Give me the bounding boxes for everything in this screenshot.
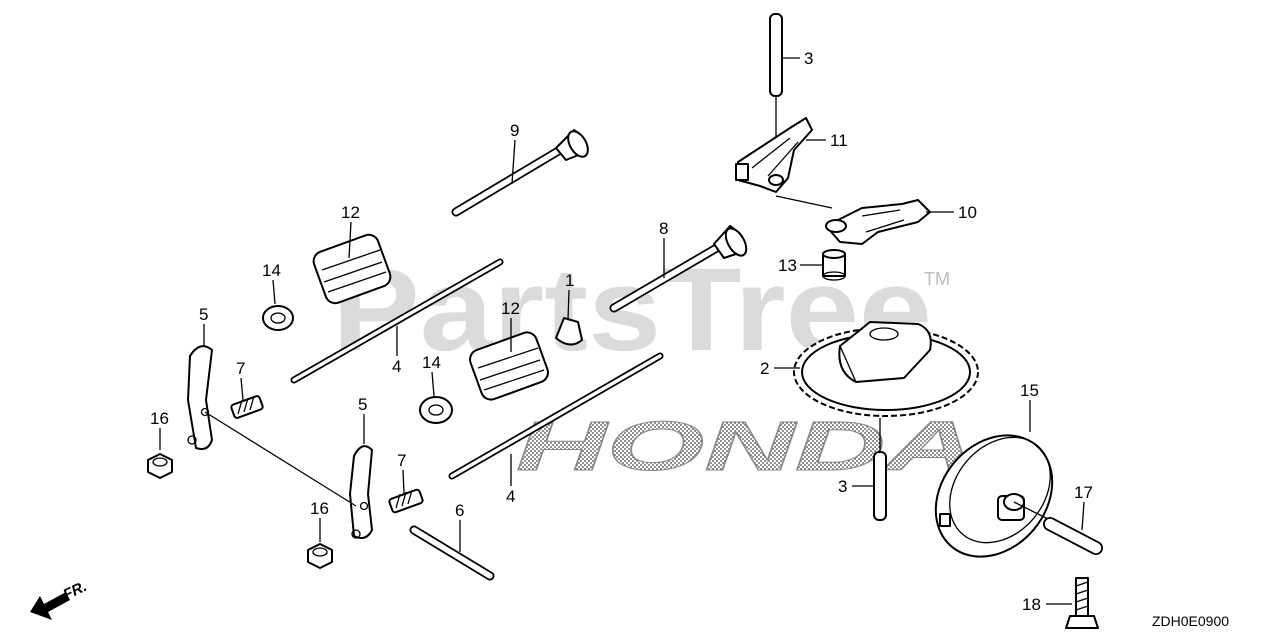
callout-5-left: 5 bbox=[199, 305, 208, 324]
callout-11: 11 bbox=[830, 131, 848, 150]
callout-10: 10 bbox=[958, 203, 977, 222]
seal-part-1 bbox=[555, 317, 583, 346]
callout-12-mid: 12 bbox=[501, 299, 520, 318]
callout-15: 15 bbox=[1020, 381, 1039, 400]
callout-14-mid: 14 bbox=[422, 353, 441, 372]
honda-logo-watermark: HONDA bbox=[516, 407, 976, 485]
governor-disc-part-15 bbox=[934, 434, 1054, 558]
leader-lines bbox=[159, 57, 1085, 605]
arm-bracket-part-11 bbox=[735, 117, 813, 193]
callout-3-bottom: 3 bbox=[838, 477, 847, 496]
callout-16-mid: 16 bbox=[310, 499, 329, 518]
callout-2: 2 bbox=[760, 359, 769, 378]
retainer-mid-part-14 bbox=[419, 396, 453, 424]
push-rod-top-part-4 bbox=[290, 258, 504, 384]
callout-6: 6 bbox=[455, 501, 464, 520]
push-rod-bottom-part-4 bbox=[448, 352, 664, 480]
callout-3-top: 3 bbox=[804, 49, 813, 68]
nut-left-part-16 bbox=[147, 453, 173, 479]
callout-14-top: 14 bbox=[262, 261, 281, 280]
callout-7-mid: 7 bbox=[397, 451, 406, 470]
valve-part-8 bbox=[609, 225, 748, 313]
rocker-arm-mid-part-5 bbox=[349, 445, 373, 539]
callout-4-top: 4 bbox=[392, 357, 401, 376]
callout-18: 18 bbox=[1022, 595, 1041, 614]
callout-13: 13 bbox=[778, 256, 797, 275]
front-direction-arrow-icon: FR. bbox=[30, 578, 90, 620]
front-direction-label: FR. bbox=[61, 578, 90, 604]
callout-16-left: 16 bbox=[150, 409, 169, 428]
callout-8: 8 bbox=[659, 219, 668, 238]
arm-part-10 bbox=[825, 199, 931, 245]
trademark-mark: TM bbox=[924, 269, 950, 289]
collar-part-13 bbox=[822, 249, 846, 281]
bolt-part-18 bbox=[1065, 577, 1099, 629]
callout-12-top: 12 bbox=[341, 203, 360, 222]
valve-spring-top-part-12 bbox=[312, 233, 392, 305]
diagram-code: ZDH0E0900 bbox=[1152, 613, 1229, 629]
valve-spring-mid-part-12 bbox=[469, 331, 549, 401]
callout-1: 1 bbox=[565, 271, 574, 290]
cam-gear-part-2 bbox=[793, 321, 979, 417]
nut-mid-part-16 bbox=[307, 543, 333, 569]
valve-part-9 bbox=[451, 129, 589, 217]
shaft-part-17 bbox=[1013, 501, 1103, 555]
adjuster-screw-mid-part-7 bbox=[388, 488, 424, 514]
callout-5-mid: 5 bbox=[358, 395, 367, 414]
callout-17: 17 bbox=[1074, 483, 1093, 502]
pivot-axis-line bbox=[204, 411, 357, 507]
rocker-shaft-part-6 bbox=[409, 525, 495, 581]
callout-4-bottom: 4 bbox=[506, 487, 515, 506]
rocker-arm-left-part-5 bbox=[187, 345, 213, 450]
callout-7-left: 7 bbox=[236, 359, 245, 378]
callout-9: 9 bbox=[510, 121, 519, 140]
adjuster-screw-left-part-7 bbox=[230, 395, 264, 419]
retainer-top-part-14 bbox=[262, 305, 294, 331]
